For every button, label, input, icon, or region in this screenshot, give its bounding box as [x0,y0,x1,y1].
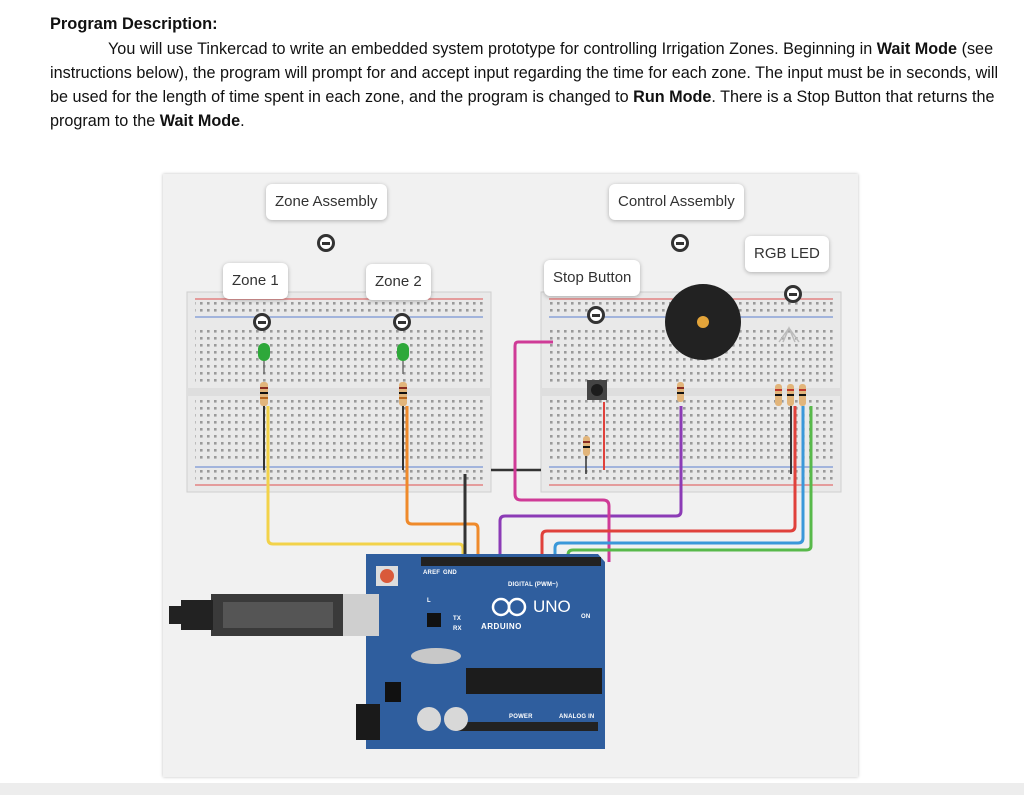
purple-wire [498,406,683,562]
callout-rgb-led: RGB LED [745,236,829,272]
rx-label: RX [453,626,462,632]
control-assembly-pin-icon [671,234,689,252]
magenta-wire [513,340,611,562]
breadboard-left [186,291,492,493]
zone1-pin-icon [253,313,271,331]
wait-mode-term-2: Wait Mode [159,112,241,130]
callout-control-assembly: Control Assembly [609,184,744,220]
rgb-led-part [775,326,806,474]
tx-label: TX [453,616,462,622]
circuit-drawing [169,284,842,749]
green-wire [566,406,813,562]
callout-stop-button: Stop Button [544,260,641,296]
arduino-label: ARDUINO [481,622,522,631]
on-label: ON [581,614,591,620]
uno-label: UNO [533,597,571,616]
digital-label: DIGITAL (PWM~) [508,582,559,588]
buzzer [665,284,741,402]
page-bottom-strip [0,783,1024,795]
zone2-led [397,343,409,374]
stop-button-pin-icon [587,306,605,324]
analog-in-label: ANALOG IN [559,714,595,720]
aref-label: AREF [423,570,441,576]
circuit-diagram: DIGITAL (PWM~) AREF GND L TX RX UNO ARDU… [163,174,858,777]
description-text-3: . There is a Stop Button that returns th… [50,88,995,130]
description-heading: Program Description: [50,15,218,33]
power-label: POWER [509,714,533,720]
description-text-2: (see instructions below), the program wi… [50,40,999,106]
l-led-label: L [427,598,431,604]
description-text-1: You will use Tinkercad to write an embed… [108,40,877,58]
callout-zone-2: Zone 2 [366,264,431,300]
callout-zone-assembly: Zone Assembly [266,184,387,220]
description-text-4: . [240,112,245,130]
arduino-uno-board [356,554,605,749]
zone1-resistor [260,382,268,470]
usb-cable [169,594,379,636]
gnd-label: GND [443,570,457,576]
program-description: Program Description: You will use Tinker… [50,12,1005,133]
run-mode-term: Run Mode [633,88,712,106]
zone1-led [258,343,270,374]
rgb-led-pin-icon [784,285,802,303]
description-body: You will use Tinkercad to write an embed… [50,37,1005,133]
callout-zone-1: Zone 1 [223,263,288,299]
stop-button-part [583,380,607,474]
wires [266,340,813,562]
orange-wire [405,406,480,562]
zone2-pin-icon [393,313,411,331]
wait-mode-term: Wait Mode [876,40,958,58]
red-wire [540,406,797,562]
yellow-wire [266,406,465,562]
blue-wire [553,406,805,562]
zone-assembly-pin-icon [317,234,335,252]
zone2-resistor [399,382,407,470]
